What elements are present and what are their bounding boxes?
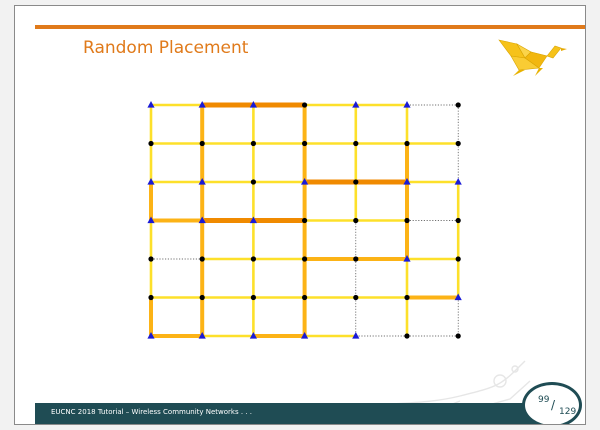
footer-bar: EUCNC 2018 Tutorial – Wireless Community… [35, 403, 555, 425]
network-node [200, 295, 205, 300]
footer-text: EUCNC 2018 Tutorial – Wireless Community… [51, 408, 252, 416]
network-node [251, 179, 256, 184]
page-separator: / [551, 398, 555, 412]
network-node [251, 295, 256, 300]
network-node [148, 256, 153, 261]
network-node [302, 295, 307, 300]
network-node [456, 218, 461, 223]
page-number-badge: 99 / 129 [522, 382, 582, 425]
network-node [353, 256, 358, 261]
network-node [456, 102, 461, 107]
network-node [404, 218, 409, 223]
network-node [251, 141, 256, 146]
network-node [353, 295, 358, 300]
network-node [302, 218, 307, 223]
network-node [404, 333, 409, 338]
network-node [353, 179, 358, 184]
network-node [200, 256, 205, 261]
network-node [251, 256, 256, 261]
network-node [404, 141, 409, 146]
network-node [148, 295, 153, 300]
network-node [148, 141, 153, 146]
network-node [302, 102, 307, 107]
page-total: 129 [559, 407, 576, 417]
network-node [200, 141, 205, 146]
network-node [456, 141, 461, 146]
network-node [302, 256, 307, 261]
page-current: 99 [538, 395, 549, 405]
network-node [404, 295, 409, 300]
network-node [353, 141, 358, 146]
network-node [353, 218, 358, 223]
network-node [456, 333, 461, 338]
slide: Random Placement EUCNC 2018 Tutorial – W… [14, 5, 586, 425]
network-node [456, 256, 461, 261]
network-node [302, 141, 307, 146]
